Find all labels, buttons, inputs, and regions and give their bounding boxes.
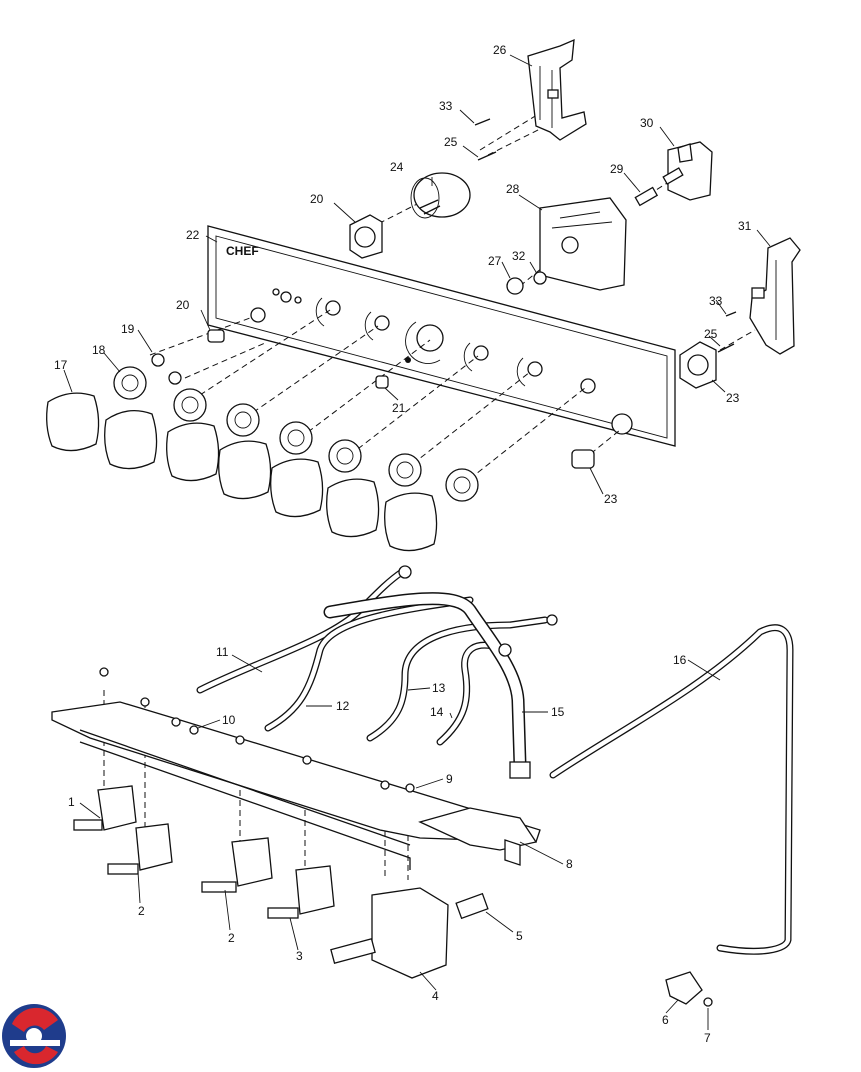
- gas-manifold: [51, 701, 541, 870]
- panel-hole: [294, 296, 302, 304]
- panel-hole: [473, 345, 489, 361]
- control-knobs: [46, 392, 438, 552]
- side-bracket-left: [527, 38, 587, 141]
- panel-hole: [325, 300, 341, 316]
- callout-26: 26: [493, 43, 507, 57]
- callout-28: 28: [506, 182, 520, 196]
- callout-labels: 26 33 25 30 24 29 20 28 22 31 27 32 20 3…: [54, 43, 752, 1045]
- callout-10: 10: [222, 713, 236, 727]
- callout-3: 3: [296, 949, 303, 963]
- manifold-screws: [99, 667, 415, 793]
- side-bracket-right: [749, 237, 801, 355]
- callout-29: 29: [610, 162, 624, 176]
- bush: [375, 375, 389, 389]
- nut: [533, 271, 547, 285]
- nut: [151, 353, 165, 367]
- callout-27: 27: [488, 254, 502, 268]
- leader-lines: [63, 54, 771, 1030]
- callout-21: 21: [392, 401, 406, 415]
- panel-logo: CHEF: [226, 244, 259, 258]
- callout-11: 11: [216, 645, 229, 659]
- callout-2: 2: [228, 931, 235, 945]
- panel-hole: [250, 307, 266, 323]
- callout-6: 6: [662, 1013, 669, 1027]
- callout-23: 23: [604, 492, 618, 506]
- control-panel: CHEF: [207, 225, 676, 447]
- panel-screw: [405, 357, 411, 363]
- callout-15: 15: [551, 705, 565, 719]
- panel-hole: [527, 361, 543, 377]
- screw: [725, 311, 737, 317]
- callout-31: 31: [738, 219, 752, 233]
- callout-19: 19: [121, 322, 135, 336]
- screw: [477, 151, 497, 161]
- callout-25: 25: [704, 327, 718, 341]
- screw: [474, 118, 491, 126]
- circular-brand-logo-icon: [2, 1004, 66, 1068]
- ignition-switch: [571, 449, 595, 469]
- callout-23: 23: [726, 391, 740, 405]
- callout-33: 33: [439, 99, 453, 113]
- callout-30: 30: [640, 116, 654, 130]
- callout-17: 17: [54, 358, 68, 372]
- screw: [717, 343, 735, 353]
- callout-22: 22: [186, 228, 200, 242]
- energy-regulator: [539, 197, 627, 291]
- callout-4: 4: [432, 989, 439, 1003]
- panel-hole: [580, 378, 596, 394]
- nut: [506, 277, 524, 295]
- knob-skirts: [113, 366, 479, 502]
- callout-24: 24: [390, 160, 404, 174]
- panel-hole: [280, 291, 292, 303]
- callout-12: 12: [336, 699, 350, 713]
- callout-20: 20: [310, 192, 324, 206]
- callout-9: 9: [446, 772, 453, 786]
- escutcheon-ring: [349, 214, 383, 259]
- timer: [410, 172, 471, 219]
- escutcheon-ring: [679, 341, 717, 389]
- bush: [207, 329, 225, 343]
- callout-5: 5: [516, 929, 523, 943]
- callout-16: 16: [673, 653, 687, 667]
- callout-25: 25: [444, 135, 458, 149]
- callout-14: 14: [430, 705, 444, 719]
- gas-pipes: [196, 565, 794, 955]
- rotary-switch: [667, 141, 713, 201]
- callout-13: 13: [432, 681, 446, 695]
- gas-valves: [73, 785, 713, 1007]
- callout-1: 1: [68, 795, 75, 809]
- callout-18: 18: [92, 343, 106, 357]
- callout-8: 8: [566, 857, 573, 871]
- callout-20: 20: [176, 298, 190, 312]
- callout-32: 32: [512, 249, 526, 263]
- callout-33: 33: [709, 294, 723, 308]
- panel-hole: [611, 413, 633, 435]
- panel-hole: [374, 315, 390, 331]
- panel-hole: [272, 288, 280, 296]
- spindle: [634, 167, 684, 207]
- callout-2: 2: [138, 904, 145, 918]
- callout-7: 7: [704, 1031, 711, 1045]
